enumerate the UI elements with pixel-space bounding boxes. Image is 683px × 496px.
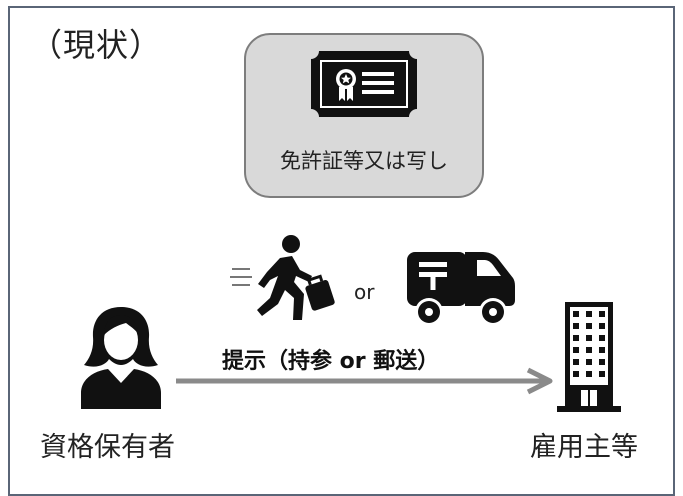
postal-truck-icon [407, 252, 515, 326]
running-person-with-bag-icon [230, 235, 335, 320]
or-label: or [354, 280, 375, 304]
diagram-title: （現状） [30, 26, 163, 64]
person-icon [81, 307, 161, 409]
document-label: 免許証等又は写し [280, 149, 448, 173]
office-building-icon [557, 302, 621, 412]
certificate-icon [311, 51, 417, 117]
delivery-method-label: 提示（持参 or 郵送） [222, 349, 440, 374]
holder-label: 資格保有者 [40, 432, 175, 463]
employer-label: 雇用主等 [530, 432, 638, 463]
transfer-arrow [176, 367, 553, 395]
